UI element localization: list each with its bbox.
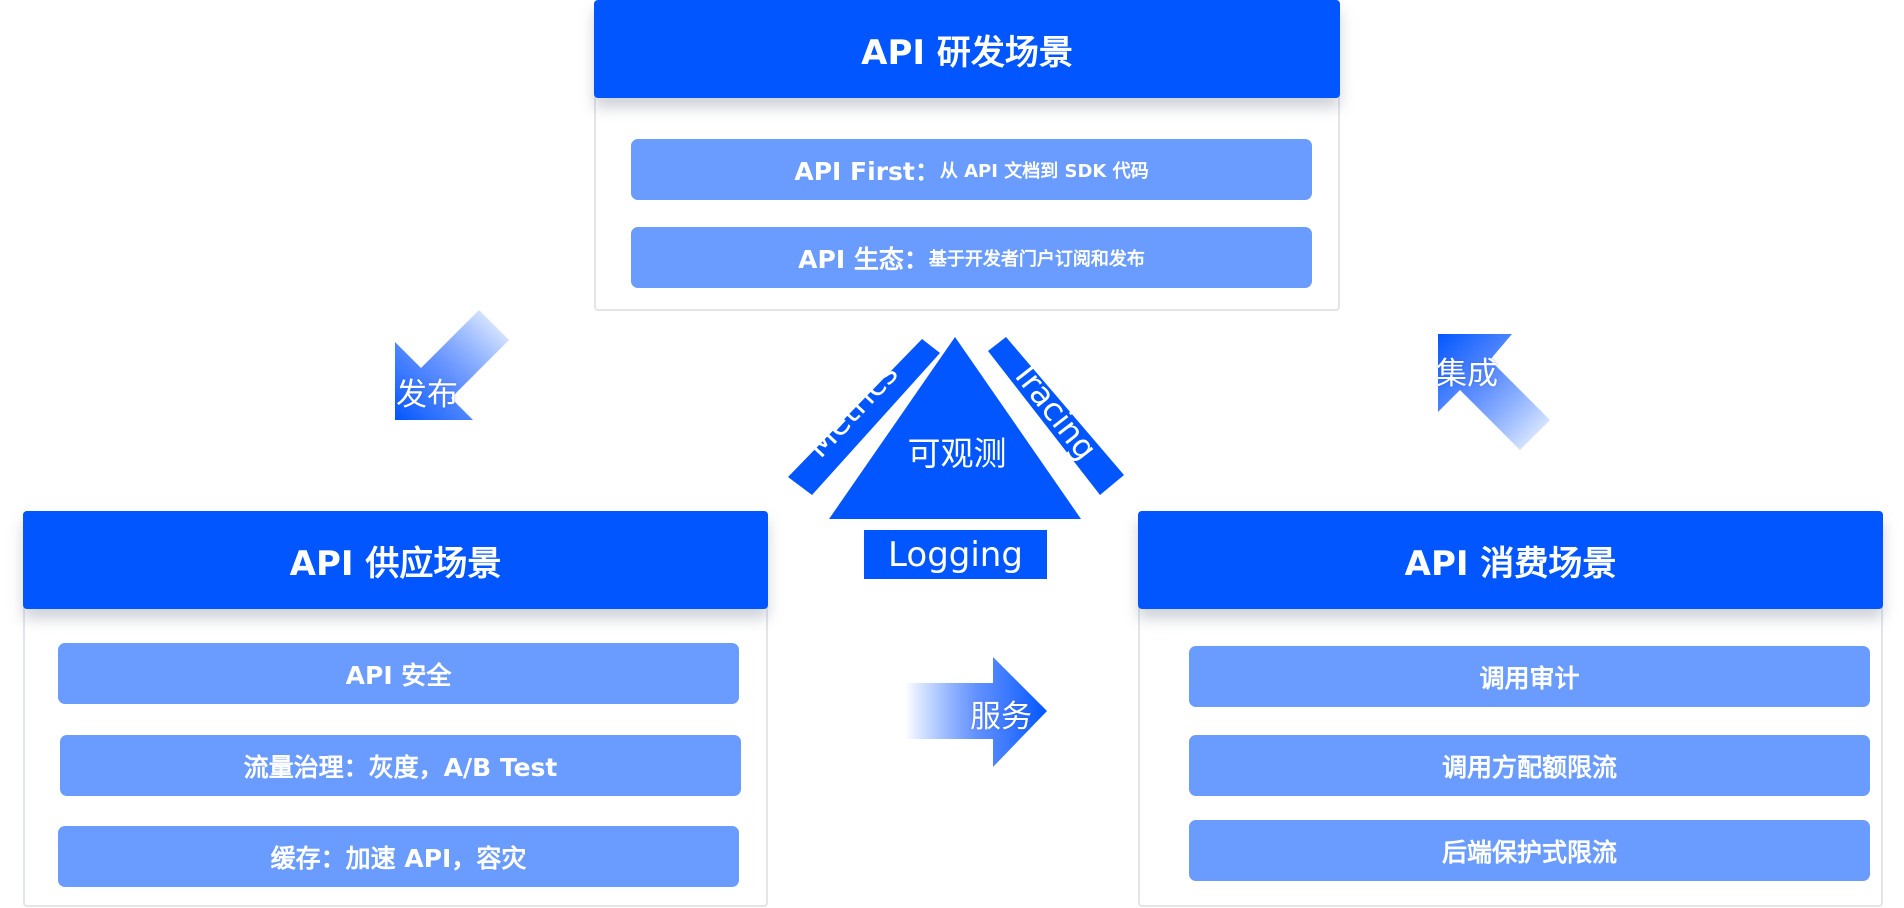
consume-scenario-title: API 消费场景: [1138, 511, 1883, 609]
publish-arrow: [395, 310, 509, 420]
observability-diagram: 可观测 Metrics Tracing Logging: [788, 337, 1124, 579]
api-first-label: API First：: [794, 156, 940, 186]
api-first-item: API First： 从 API 文档到 SDK 代码: [631, 139, 1312, 200]
observability-center-label: 可观测: [908, 434, 1007, 473]
observability-triangle: [829, 337, 1081, 519]
supply-item: 流量治理：灰度，A/B Test: [60, 735, 741, 796]
api-first-desc: 从 API 文档到 SDK 代码: [939, 160, 1149, 182]
api-ecosystem-label: API 生态：: [798, 244, 929, 274]
publish-label: 发布: [396, 377, 458, 413]
logging-bar: [864, 530, 1047, 579]
supply-scenario-title: API 供应场景: [23, 511, 768, 609]
api-ecosystem-desc: 基于开发者门户订阅和发布: [928, 248, 1145, 270]
serve-label: 服务: [970, 699, 1032, 735]
supply-item: API 安全: [58, 643, 739, 704]
integrate-arrow: [1438, 334, 1550, 450]
consume-item: 调用审计: [1189, 646, 1870, 707]
api-ecosystem-item: API 生态： 基于开发者门户订阅和发布: [631, 227, 1312, 288]
tracing-bar: [988, 337, 1124, 495]
serve-arrow: [905, 657, 1047, 767]
supply-item: 缓存：加速 API，容灾: [58, 826, 739, 887]
integrate-label: 集成: [1436, 356, 1498, 392]
consume-item: 后端保护式限流: [1189, 820, 1870, 881]
consume-item: 调用方配额限流: [1189, 735, 1870, 796]
supply-scenario-panel: API 供应场景 API 安全 流量治理：灰度，A/B Test 缓存：加速 A…: [23, 511, 768, 907]
dev-scenario-panel: API 研发场景 API First： 从 API 文档到 SDK 代码 API…: [594, 0, 1340, 311]
metrics-bar: [788, 339, 940, 495]
dev-scenario-title: API 研发场景: [594, 0, 1340, 98]
consume-scenario-panel: API 消费场景 调用审计 调用方配额限流 后端保护式限流: [1138, 511, 1883, 907]
logging-label: Logging: [888, 535, 1023, 575]
